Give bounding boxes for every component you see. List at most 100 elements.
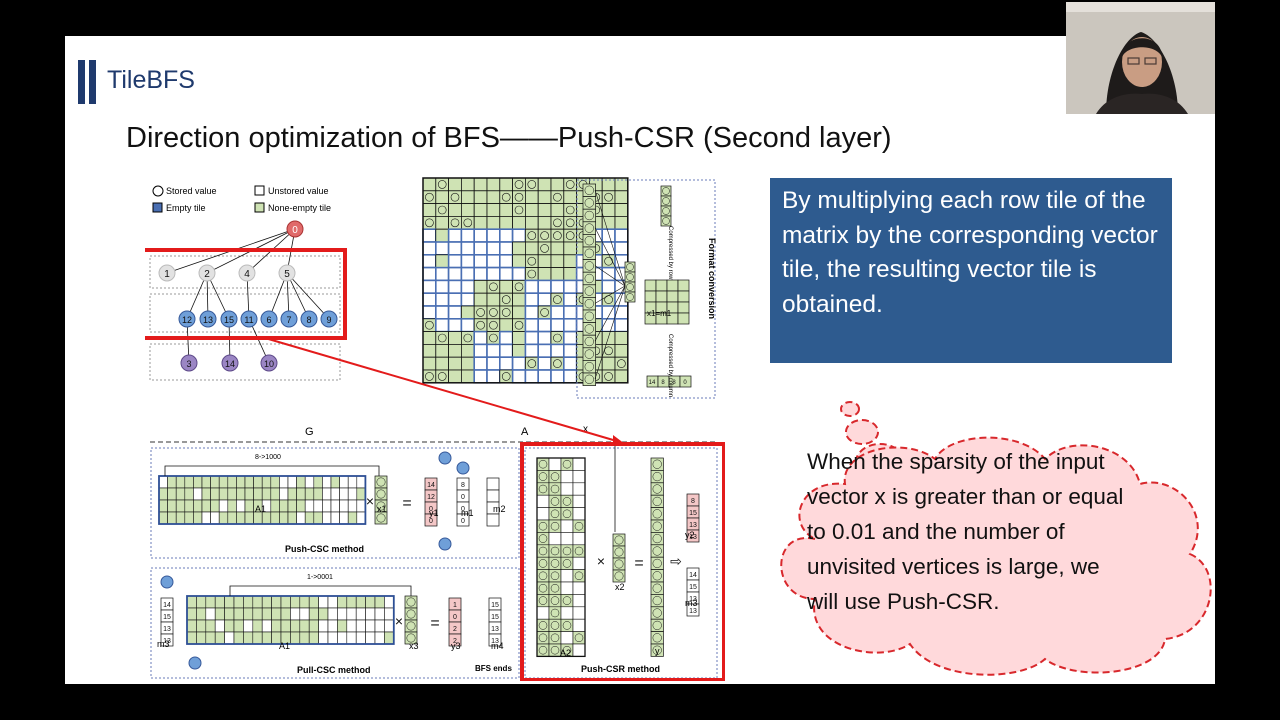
matrix-cell xyxy=(614,241,629,256)
arrow-right-icon: ⇨ xyxy=(670,553,682,569)
a1-pull-cell xyxy=(214,631,225,645)
a2-value xyxy=(574,521,584,531)
x1-cell-value xyxy=(376,489,386,499)
bottom-vector-value: 14 xyxy=(649,380,656,386)
a1-cell xyxy=(287,475,297,489)
matrix-value xyxy=(514,282,524,292)
m1-cell-value: 0 xyxy=(461,518,465,525)
a1-pull-label: A1 xyxy=(279,641,290,651)
a1-cell xyxy=(167,487,177,501)
a1-pull-cell xyxy=(214,619,225,633)
a1-pull-cell xyxy=(355,619,366,633)
a1-cell xyxy=(270,499,280,513)
matrix-cell xyxy=(614,318,629,333)
a1-pull-cell xyxy=(243,595,254,609)
a2-cell xyxy=(572,556,586,570)
matrix-cell xyxy=(422,331,437,345)
graph-node xyxy=(286,220,304,238)
matrix-cell xyxy=(447,266,463,282)
matrix-cell xyxy=(473,203,488,217)
matrix-value xyxy=(553,231,562,240)
matrix-cell xyxy=(511,266,527,282)
a1-pull-cell xyxy=(299,631,310,645)
a1-cell xyxy=(304,511,315,525)
matrix-cell xyxy=(473,228,488,243)
y2-cell xyxy=(686,529,700,543)
matrix-cell xyxy=(460,331,475,345)
graph-node-label: 2 xyxy=(204,269,210,280)
matrix-cell xyxy=(524,241,539,256)
graph-node xyxy=(178,310,196,328)
graph-node-label: 9 xyxy=(326,315,331,325)
matrix-cell xyxy=(434,305,450,320)
y-cell-value xyxy=(652,484,662,494)
matrix-cell xyxy=(563,228,577,243)
tile-cell xyxy=(677,290,690,303)
highlight-arrow xyxy=(264,337,621,443)
graph-node xyxy=(220,310,238,328)
a2-border xyxy=(536,457,586,658)
vector-x-cell-value xyxy=(584,324,594,334)
matrix-value xyxy=(489,320,498,330)
matrix-cell xyxy=(473,343,488,358)
matrix-cell xyxy=(486,280,501,294)
a2-cell xyxy=(572,643,586,657)
matrix-cell xyxy=(422,318,437,333)
bottom-vector-cell xyxy=(679,375,692,388)
y1-cell-value: 0 xyxy=(429,518,433,525)
matrix-cell xyxy=(601,331,616,345)
a1-cell xyxy=(158,487,168,501)
matrix-cell xyxy=(473,241,488,256)
matrix-cell xyxy=(512,254,526,269)
matrix-cell xyxy=(537,216,552,230)
a1-cell xyxy=(356,487,366,501)
y3-cell xyxy=(448,633,462,647)
a2-value xyxy=(538,621,548,630)
a2-value xyxy=(550,583,560,593)
x3-cell-value xyxy=(406,621,416,631)
vector-x-cell-value xyxy=(584,374,594,384)
matrix-cell xyxy=(473,266,488,282)
a1-pull-cell xyxy=(318,631,329,645)
a1-pull-cell xyxy=(346,595,357,609)
row-compressed-cell-value xyxy=(662,217,670,225)
not-node xyxy=(456,461,470,475)
matrix-cell xyxy=(537,254,552,269)
matrix-value xyxy=(476,320,485,330)
matrix-cell xyxy=(550,254,565,269)
matrix-cell xyxy=(473,216,488,230)
a1-pull-cell xyxy=(327,619,338,633)
a1-pull-cell xyxy=(346,631,357,645)
matrix-cell xyxy=(537,228,552,243)
matrix-cell xyxy=(614,343,629,358)
a2-value xyxy=(550,559,560,568)
matrix-cell xyxy=(498,228,514,243)
equals-sign: = xyxy=(402,495,411,512)
matrix-cell xyxy=(460,343,475,358)
y2-cell-value: 13 xyxy=(689,534,697,541)
a1-cell xyxy=(244,511,254,525)
matrix-cell xyxy=(486,305,501,320)
vector-x-cell-value xyxy=(584,198,594,208)
a1-cell xyxy=(313,487,323,501)
a1-pull-cell xyxy=(243,631,254,645)
matrix-cell xyxy=(550,190,565,205)
matrix-cell xyxy=(512,343,526,358)
a1-pull-cell xyxy=(233,607,244,621)
a1-pull-cell xyxy=(365,607,376,621)
m3-pull-label: m3 xyxy=(157,639,170,649)
m4-cell xyxy=(488,633,502,647)
matrix-cell xyxy=(473,292,488,307)
y3-cell-value: 0 xyxy=(453,614,457,621)
graph-node xyxy=(260,354,278,372)
a2-label: A2 xyxy=(560,648,571,658)
a1-cell xyxy=(296,511,306,525)
x1-cell-value xyxy=(376,513,386,523)
matrix-cell xyxy=(422,305,437,320)
a1-pull-cell xyxy=(271,619,282,633)
matrix-cell xyxy=(473,305,488,320)
matrix-cell xyxy=(562,356,578,371)
y3-cell-value: 2 xyxy=(453,626,457,633)
pull-side-cell-value: 14 xyxy=(163,602,171,609)
matrix-cell xyxy=(562,343,578,358)
